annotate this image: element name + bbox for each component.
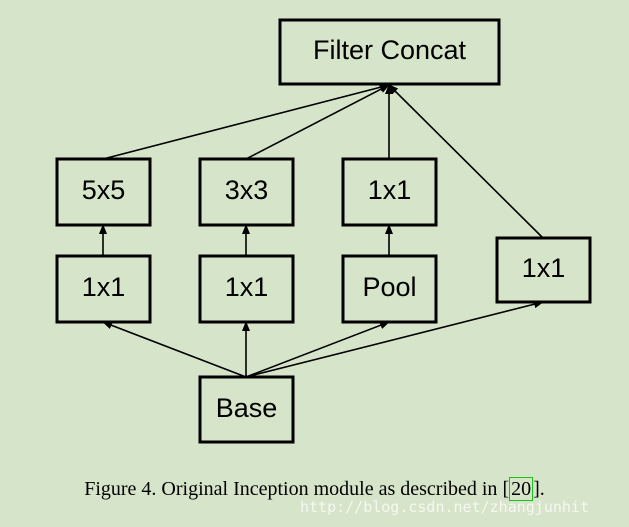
filter-concat-node: Filter Concat xyxy=(278,18,501,86)
conv1x1-a-node: 1x1 xyxy=(55,254,152,324)
edge-conv3x3-to-filter-concat xyxy=(245,84,390,160)
edge-conv1x1-right-to-filter-concat xyxy=(388,84,544,239)
filter-concat-label: Filter Concat xyxy=(313,35,467,65)
inception-diagram: Filter Concat 5x5 3x3 1x1 1x1 1x1 Pool xyxy=(55,18,592,444)
caption-close-bracket: ]. xyxy=(533,478,545,500)
conv5x5-label: 5x5 xyxy=(82,175,126,205)
conv5x5-node: 5x5 xyxy=(55,157,152,227)
edges-group xyxy=(99,83,544,378)
citation-link[interactable]: 20 xyxy=(509,477,534,501)
edge-conv5x5-to-filter-concat xyxy=(102,83,390,160)
conv1x1-right-label: 1x1 xyxy=(522,253,566,283)
conv3x3-label: 3x3 xyxy=(225,175,269,205)
conv1x1-b-label: 1x1 xyxy=(225,272,269,302)
conv1x1-top-node: 1x1 xyxy=(341,157,438,227)
conv1x1-b-node: 1x1 xyxy=(198,254,295,324)
edge-base-to-conv1x1-right xyxy=(245,300,544,378)
conv1x1-right-node: 1x1 xyxy=(495,236,592,304)
conv1x1-top-label: 1x1 xyxy=(368,175,412,205)
pool-label: Pool xyxy=(362,272,416,302)
base-node: Base xyxy=(198,375,295,444)
figure-caption: Figure 4. Original Inception module as d… xyxy=(0,477,629,501)
conv1x1-a-label: 1x1 xyxy=(82,272,126,302)
pool-node: Pool xyxy=(341,254,438,324)
base-label: Base xyxy=(216,393,278,423)
edge-base-to-conv1x1-a xyxy=(102,321,247,378)
watermark: http://blog.csdn.net/zhangjunhit xyxy=(300,498,589,516)
caption-text: Figure 4. Original Inception module as d… xyxy=(84,478,503,500)
edge-base-to-pool xyxy=(245,321,390,378)
conv3x3-node: 3x3 xyxy=(198,157,295,227)
caption-open-bracket: [ xyxy=(502,478,510,500)
